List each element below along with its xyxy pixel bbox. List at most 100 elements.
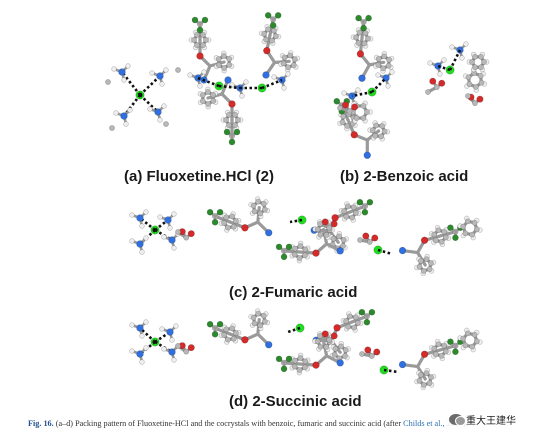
carbon-atom — [251, 208, 258, 215]
carbon-atom — [226, 55, 233, 62]
nitrogen-atom — [136, 214, 144, 222]
fluorine-atom — [275, 355, 283, 363]
carbon-atom — [350, 204, 357, 211]
wechat-icon — [449, 414, 466, 426]
oxygen-atom — [187, 344, 195, 352]
nitrogen-atom — [166, 328, 174, 336]
nitrogen-atom — [358, 74, 366, 82]
carbon-atom — [261, 30, 268, 37]
carbon-atom — [471, 219, 478, 226]
carbon-atom — [356, 29, 363, 36]
carbon-atom — [472, 53, 478, 60]
carbon-atom — [233, 330, 239, 336]
carbon-atom — [265, 26, 271, 33]
carbon-atom — [221, 65, 228, 71]
carbon-atom — [261, 318, 268, 325]
carbon-atom — [229, 325, 236, 332]
carbon-atom — [290, 62, 297, 69]
carbon-atom — [428, 260, 434, 267]
hydrogen-atom — [171, 357, 177, 363]
panel-d: (d) 2-Succinic acid — [0, 300, 554, 415]
carbon-atom — [194, 31, 200, 38]
carbon-atom — [353, 115, 360, 121]
carbon-atom — [342, 347, 349, 353]
panel-d-label: (d) 2-Succinic acid — [229, 393, 362, 410]
oxygen-atom — [342, 101, 350, 109]
carbon-atom — [183, 348, 190, 355]
oxygen-atom — [350, 131, 358, 139]
carbon-atom — [292, 357, 298, 364]
carbon-atom — [471, 331, 478, 338]
hydrogen-atom — [149, 70, 155, 76]
carbon-atom — [224, 224, 231, 231]
nitrogen-atom — [118, 68, 126, 76]
hydrogen-atom — [171, 211, 177, 217]
carbon-atom — [441, 228, 448, 235]
carbon-atom — [175, 229, 181, 235]
carbon-atom — [346, 313, 353, 320]
carbon-atom — [332, 345, 339, 352]
carbon-atom — [435, 227, 442, 234]
panel-c-label: (c) 2-Fumaric acid — [229, 284, 358, 301]
carbon-atom — [364, 109, 370, 115]
hydrogen-atom — [437, 71, 443, 77]
oxygen-atom — [228, 100, 236, 108]
hydrogen-atom — [129, 212, 135, 218]
carbon-atom — [205, 101, 212, 107]
carbon-atom — [302, 364, 308, 371]
fluorine-atom — [274, 12, 282, 19]
hydrogen-atom — [163, 67, 169, 73]
carbon-atom — [425, 89, 431, 95]
fluorine-atom — [196, 26, 204, 34]
carbon-atom — [221, 220, 227, 226]
carbon-atom — [466, 81, 473, 88]
oxygen-atom — [330, 332, 338, 340]
carbon-atom — [362, 30, 369, 37]
panel-c-structure — [129, 196, 483, 277]
watermark-text: 重大王建华 — [466, 416, 516, 427]
carbon-atom — [271, 27, 277, 34]
carbon-atom — [340, 237, 347, 243]
oxygen-atom — [429, 77, 437, 85]
hydrogen-bond — [139, 94, 159, 113]
hydrogen-atom — [285, 71, 291, 77]
carbon-atom — [338, 343, 344, 350]
fluorine-atom — [223, 128, 231, 136]
hydrogen-atom — [113, 110, 119, 116]
fluorine-atom — [191, 16, 199, 24]
carbon-atom — [438, 352, 445, 359]
carbon-atom — [203, 37, 209, 43]
oxygen-atom — [420, 350, 429, 358]
carbon-atom — [183, 234, 190, 241]
carbon-atom — [223, 214, 230, 221]
hydrogen-atom — [427, 60, 433, 66]
carbon-atom — [351, 324, 358, 331]
oxygen-atom — [373, 348, 381, 356]
oxygen-atom — [420, 236, 429, 244]
carbon-atom — [224, 336, 231, 343]
carbon-atom — [423, 370, 430, 377]
hydrogen-atom — [271, 74, 277, 80]
nitrogen-atom — [154, 108, 162, 116]
hydrogen-atom — [157, 214, 163, 220]
carbon-atom — [302, 252, 308, 259]
oxygen-atom — [331, 214, 339, 222]
carbon-atom — [359, 351, 365, 357]
carbon-atom — [250, 202, 257, 209]
carbon-atom — [251, 320, 258, 327]
carbon-atom — [378, 133, 385, 140]
carbon-atom — [302, 358, 309, 365]
fluorine-atom — [216, 208, 224, 216]
carbon-atom — [291, 56, 298, 63]
hydrogen-atom — [239, 93, 245, 99]
carbon-atom — [423, 256, 430, 263]
carbon-atom — [314, 226, 321, 233]
carbon-atom — [291, 251, 298, 258]
figure-number: Fig. 16. — [28, 419, 54, 428]
carbon-atom — [296, 255, 303, 261]
caption-reference-link[interactable]: Childs et al., 2004 — [403, 419, 463, 428]
carbon-atom — [481, 59, 487, 65]
carbon-atom — [285, 64, 291, 71]
carbon-atom — [250, 314, 257, 321]
panel-a: (a) Fluoxetine.HCl (2) — [0, 0, 300, 200]
